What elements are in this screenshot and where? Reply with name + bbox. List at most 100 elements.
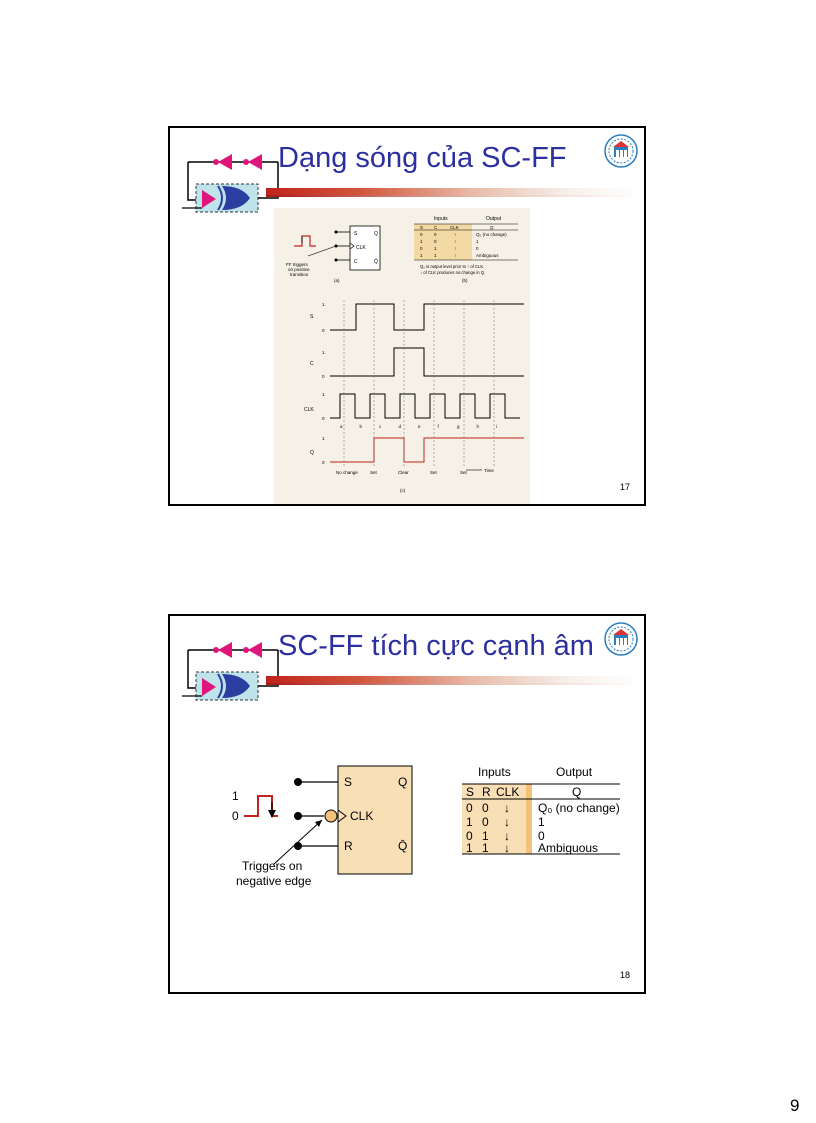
event-label: Set [460,470,468,475]
table-cell: ↓ [504,841,510,855]
note-a-3: transition [290,272,309,277]
table-b-cell: 1 [420,253,423,258]
table-b-cell: 0 [434,239,437,244]
table-cell: 1 [466,815,473,829]
table-cell: 0 [538,829,545,843]
pin-s: S [344,775,352,789]
table-b-inputs: Inputs [434,216,448,222]
event-label: Set [370,470,378,475]
level-0-label: 0 [322,374,325,379]
positive-pulse-icon [294,235,316,247]
clk-marks: a b c d e f g h i [340,424,497,429]
note-a-2: on positive [288,267,310,272]
table-b-cell: 1 [434,246,437,251]
table-b-cell: 1 [434,253,437,258]
table-b-note-1: Q₀ is output level prior to ↑ of CLK. [420,264,484,269]
table-cell: ↓ [504,801,510,815]
table-b-col-q: Q [490,225,494,230]
level-1-label: 1 [322,392,325,397]
clk-mark-label: c [379,424,382,429]
table-b-note-2: ↓ of CLK produces no change in Q. [420,270,485,275]
slide-17: Dạng sóng của SC-FF S CLK C Q Q̄ FF trig… [168,126,646,506]
negative-edge-ff-figure: 1 0 S CLK R Q Q̄ Triggers on negative ed… [232,765,620,888]
clk-mark-label: d [399,424,402,429]
table-cell: 0 [466,801,473,815]
table-b-cell: 1 [420,239,423,244]
page-number: 9 [790,1096,800,1115]
clk-mark-label: a [340,424,343,429]
event-label: No change [336,470,358,475]
table-cell: ↓ [504,815,510,829]
table-b-cell: ↑ [454,253,456,258]
table-b-cell: 0 [476,246,479,251]
table-b-cell: 1 [476,239,479,244]
university-logo-icon [604,622,638,656]
level-0-label: 0 [322,416,325,421]
clk-mark-label: h [477,424,480,429]
table-b-col-c: C [434,225,438,230]
title-underline-thin [266,683,640,685]
trigger-note-1: Triggers on [242,859,302,873]
pin-q: Q [398,775,407,789]
table-b-output: Output [486,216,502,222]
slide-number: 18 [619,970,630,980]
table-cell: 0 [466,829,473,843]
slide-18: SC-FF tích cực cạnh âm 1 0 S CLK R Q Q̄ … [168,614,646,994]
s-waveform [330,303,524,331]
caption-a: (a) [334,278,340,283]
slide-title: Dạng sóng của SC-FF [278,142,567,174]
event-labels: No change Set Clear Set Set [336,470,468,475]
logic-gate-logo-icon [182,154,279,213]
table-b-cell: Ambiguous [476,253,499,258]
pin-s-a: S [354,231,358,237]
table-inputs-header: Inputs [478,765,511,779]
caption-c: (c) [400,488,406,493]
clk-mark-label: g [457,424,460,429]
caption-b: (b) [462,278,468,283]
clk-mark-label: f [438,424,440,429]
table-col-s: S [466,785,474,799]
level-1-label: 1 [322,350,325,355]
table-cell: 1 [482,829,489,843]
clk-waveform [330,393,520,419]
table-col-clk: CLK [496,785,519,799]
table-col-q: Q [572,785,581,799]
pin-clk: CLK [350,809,373,823]
table-cell: ↓ [504,829,510,843]
slide-number: 17 [619,482,630,492]
event-label: Clear [398,470,409,475]
clk-mark-label: e [418,424,421,429]
table-cell: Q₀ (no change) [538,801,620,815]
clk-mark-label: i [496,424,497,429]
event-label: Set [430,470,438,475]
table-b-cell: 0 [434,232,437,237]
table-b-cell: ↑ [454,239,456,244]
table-cell: 1 [482,841,489,855]
title-underline [266,676,640,684]
waveform-figure: S CLK C Q Q̄ FF triggers on positive tra… [274,208,530,504]
table-b-cell: Q₀ (no change) [476,232,507,237]
title-underline-thin [266,195,640,197]
pin-clk-a: CLK [356,245,366,251]
clk-mark-label: b [360,424,363,429]
table-b-cell: 0 [420,232,423,237]
table-col-r: R [482,785,491,799]
pin-qbar-a: Q̄ [374,258,378,265]
table-cell: 0 [482,815,489,829]
level-1-label: 1 [322,436,325,441]
logic-gate-logo-icon [182,642,279,701]
signal-q-label: Q [310,450,314,456]
time-label: Time [484,468,494,473]
table-b-cell: ↑ [454,246,456,251]
university-logo-icon [604,134,638,168]
level-1-label: 1 [322,302,325,307]
c-waveform [330,347,524,377]
q-waveform [330,437,524,463]
pin-q-a: Q [374,231,378,237]
table-b-col-clk: CLK [450,225,459,230]
table-cell: Ambiguous [538,841,598,855]
signal-s-label: S [310,314,314,320]
table-cell: 0 [482,801,489,815]
ff-block-a [349,225,381,271]
